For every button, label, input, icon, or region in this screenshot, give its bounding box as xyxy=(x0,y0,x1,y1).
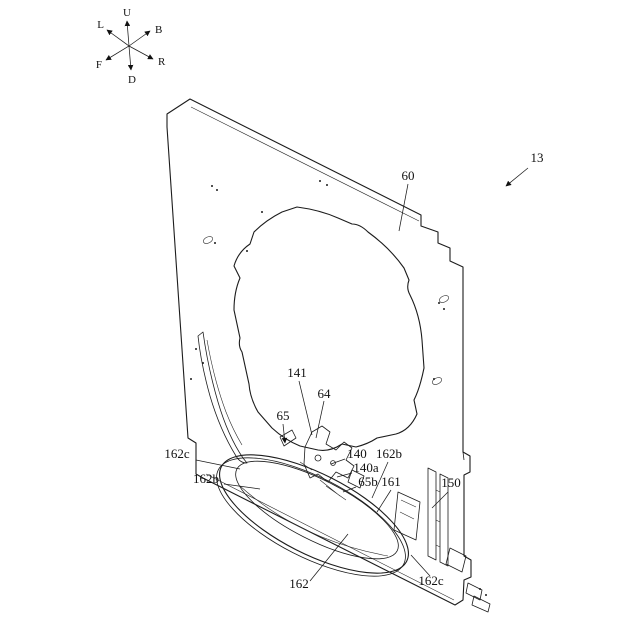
bracket-hole-a xyxy=(314,454,322,462)
panel-body xyxy=(166,98,491,613)
label-140a: 140a xyxy=(353,460,379,475)
leader-161 xyxy=(376,489,392,513)
label-162b-left: 162b xyxy=(193,471,219,486)
leader-64 xyxy=(315,400,325,439)
bracket-foot-150 xyxy=(445,547,467,573)
duct-inner-arc xyxy=(239,485,389,557)
label-150: 150 xyxy=(441,475,461,490)
leader-162c-left xyxy=(195,459,241,470)
label-65b: 65b xyxy=(358,474,378,489)
compass-arrow-left xyxy=(106,29,130,47)
reference-numerals: 13 60 141 64 65 162c 162b 140 162b 140a … xyxy=(164,150,543,591)
leader-162b-left xyxy=(223,483,261,490)
label-13: 13 xyxy=(531,150,544,165)
compass-label-up: U xyxy=(123,7,131,19)
speck-dot xyxy=(216,189,218,191)
speck-dot xyxy=(438,302,440,304)
label-161: 161 xyxy=(381,474,401,489)
compass-label-left: L xyxy=(97,19,104,31)
label-162c-left: 162c xyxy=(164,446,190,461)
panel-central-opening xyxy=(233,206,425,451)
leader-65-arrow xyxy=(281,423,288,444)
label-65: 65 xyxy=(277,408,290,423)
left-slot-outline xyxy=(197,331,248,464)
left-curved-slot xyxy=(197,331,248,464)
label-162: 162 xyxy=(289,576,309,591)
compass-label-back: B xyxy=(155,24,162,36)
channel-rail-right xyxy=(439,473,449,567)
duct-inner-rim xyxy=(235,460,399,560)
mount-hole xyxy=(431,377,443,385)
panel-right-step-lines xyxy=(437,232,465,461)
bracket-fold-lines xyxy=(299,461,347,501)
leader-150 xyxy=(431,491,449,509)
compass-label-front: F xyxy=(96,59,102,71)
mount-hole xyxy=(438,295,450,303)
duct-outer-rim xyxy=(219,454,409,574)
speck-dot xyxy=(319,180,321,182)
leader-141 xyxy=(298,380,313,436)
label-162b-right: 162b xyxy=(376,446,402,461)
label-60: 60 xyxy=(402,168,415,183)
speck-dot xyxy=(433,378,435,380)
leader-140 xyxy=(330,458,346,465)
compass-arrow-front xyxy=(105,45,130,61)
mount-hole xyxy=(202,236,214,244)
direction-compass: U D B R F L xyxy=(96,7,166,86)
channel-rungs xyxy=(435,489,441,548)
leader-13-arrow xyxy=(505,167,529,187)
label-64: 64 xyxy=(318,386,332,401)
compass-arrow-back xyxy=(128,30,151,47)
leader-162 xyxy=(309,533,349,582)
speck-dot xyxy=(261,211,263,213)
duct-rim-thickness xyxy=(216,457,406,577)
label-141: 141 xyxy=(287,365,307,380)
panel-foot-upper xyxy=(465,582,483,601)
panel-top-thickness-line xyxy=(190,106,420,222)
speck-dot xyxy=(326,184,328,186)
speck-dot xyxy=(211,185,213,187)
compass-label-down: D xyxy=(128,74,136,86)
right-bracket-cluster xyxy=(393,467,467,573)
bracket-side-plate xyxy=(347,469,365,489)
compass-arrow-up xyxy=(124,20,131,47)
leader-162b-right xyxy=(371,461,389,499)
label-162c-right: 162c xyxy=(418,573,444,588)
leader-lines xyxy=(195,167,529,582)
leader-140a xyxy=(336,472,353,478)
speck-dot xyxy=(195,348,197,350)
panel-foot-lower xyxy=(471,595,491,613)
panel-bottom-thickness-line xyxy=(205,473,455,601)
oval-duct xyxy=(216,454,409,577)
panel-outer-outline xyxy=(166,98,472,606)
bracket-161-inner xyxy=(399,499,417,520)
bracket-hole-b xyxy=(330,460,336,466)
speck-dot xyxy=(246,250,248,252)
compass-arrow-right xyxy=(128,45,154,60)
speck-dot xyxy=(190,378,192,380)
speck-dot xyxy=(479,588,481,590)
speck-dot xyxy=(485,594,487,596)
compass-label-right: R xyxy=(158,56,166,68)
compass-arrow-down xyxy=(127,45,134,71)
left-slot-inner-curve xyxy=(206,339,243,446)
label-140: 140 xyxy=(347,446,367,461)
leader-65b xyxy=(342,486,357,493)
leader-60 xyxy=(398,183,409,232)
channel-rail-left xyxy=(427,467,437,561)
speck-dot xyxy=(214,242,216,244)
bracket-64-140 xyxy=(303,425,355,483)
panel-holes-and-specks xyxy=(190,180,487,596)
central-opening-outline xyxy=(233,206,425,451)
bracket-161-plate xyxy=(393,491,421,541)
leader-162c-right xyxy=(410,554,431,577)
speck-dot xyxy=(202,362,204,364)
speck-dot xyxy=(443,308,445,310)
